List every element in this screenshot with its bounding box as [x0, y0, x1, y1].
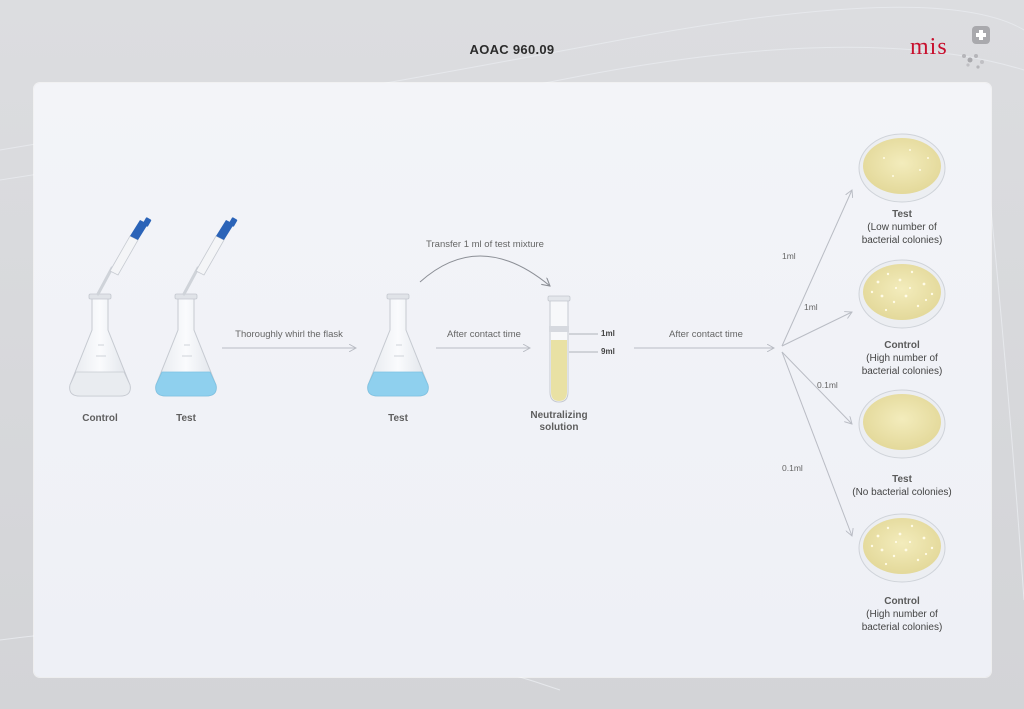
branch-volume-1: 1ml — [782, 251, 796, 261]
plate-desc: (No bacterial colonies) — [852, 487, 952, 498]
plate-label-4: Control (High number of bacterial coloni… — [832, 595, 972, 634]
plate-desc: (Low number of — [867, 222, 937, 233]
tube-label-line-2: solution — [539, 422, 579, 433]
petri-dish-1 — [858, 133, 946, 203]
flask-label-control: Control — [82, 413, 118, 424]
step-transfer-label: Transfer 1 ml of test mixture — [426, 239, 544, 250]
tube-mark-1ml: 1ml — [601, 329, 615, 338]
branch-volume-2: 1ml — [804, 302, 818, 312]
petri-dish-2 — [858, 259, 946, 329]
plate-label-1: Test (Low number of bacterial colonies) — [832, 208, 972, 247]
plate-desc: bacterial colonies) — [861, 366, 943, 377]
plate-desc: bacterial colonies) — [861, 235, 943, 246]
plate-desc: bacterial colonies) — [861, 622, 943, 633]
arrow-transfer — [419, 255, 550, 286]
plate-desc: (High number of — [866, 609, 938, 620]
plate-title: Control — [884, 340, 920, 351]
step-contact-1-label: After contact time — [447, 329, 521, 340]
branch-volume-4: 0.1ml — [782, 463, 803, 473]
plate-title: Test — [892, 474, 912, 485]
plate-desc: (High number of — [866, 353, 938, 364]
flask-label-test-2: Test — [388, 413, 408, 424]
branch-lines — [781, 190, 852, 536]
flask-label-test-1: Test — [176, 413, 196, 424]
pipette-icon — [96, 217, 152, 296]
tube-label-line-1: Neutralizing — [530, 410, 588, 421]
page-title: AOAC 960.09 — [469, 42, 555, 57]
flask-control — [69, 293, 131, 397]
pipette-icon — [182, 217, 238, 296]
flask-test-2 — [367, 293, 429, 397]
plate-title: Control — [884, 596, 920, 607]
step-whirl-label: Thoroughly whirl the flask — [235, 329, 343, 340]
petri-dish-3 — [858, 389, 946, 459]
logo-plus-icon — [962, 26, 990, 69]
step-contact-2-label: After contact time — [669, 329, 743, 340]
test-tube — [547, 295, 598, 403]
plate-label-2: Control (High number of bacterial coloni… — [832, 339, 972, 378]
logo-text: mis — [910, 34, 948, 60]
tube-mark-9ml: 9ml — [601, 347, 615, 356]
plate-label-3: Test (No bacterial colonies) — [832, 473, 972, 499]
company-logo: mis — [908, 26, 992, 70]
plate-title: Test — [892, 209, 912, 220]
branch-volume-3: 0.1ml — [817, 380, 838, 390]
petri-dish-4 — [858, 513, 946, 583]
flask-test-1 — [155, 293, 217, 397]
